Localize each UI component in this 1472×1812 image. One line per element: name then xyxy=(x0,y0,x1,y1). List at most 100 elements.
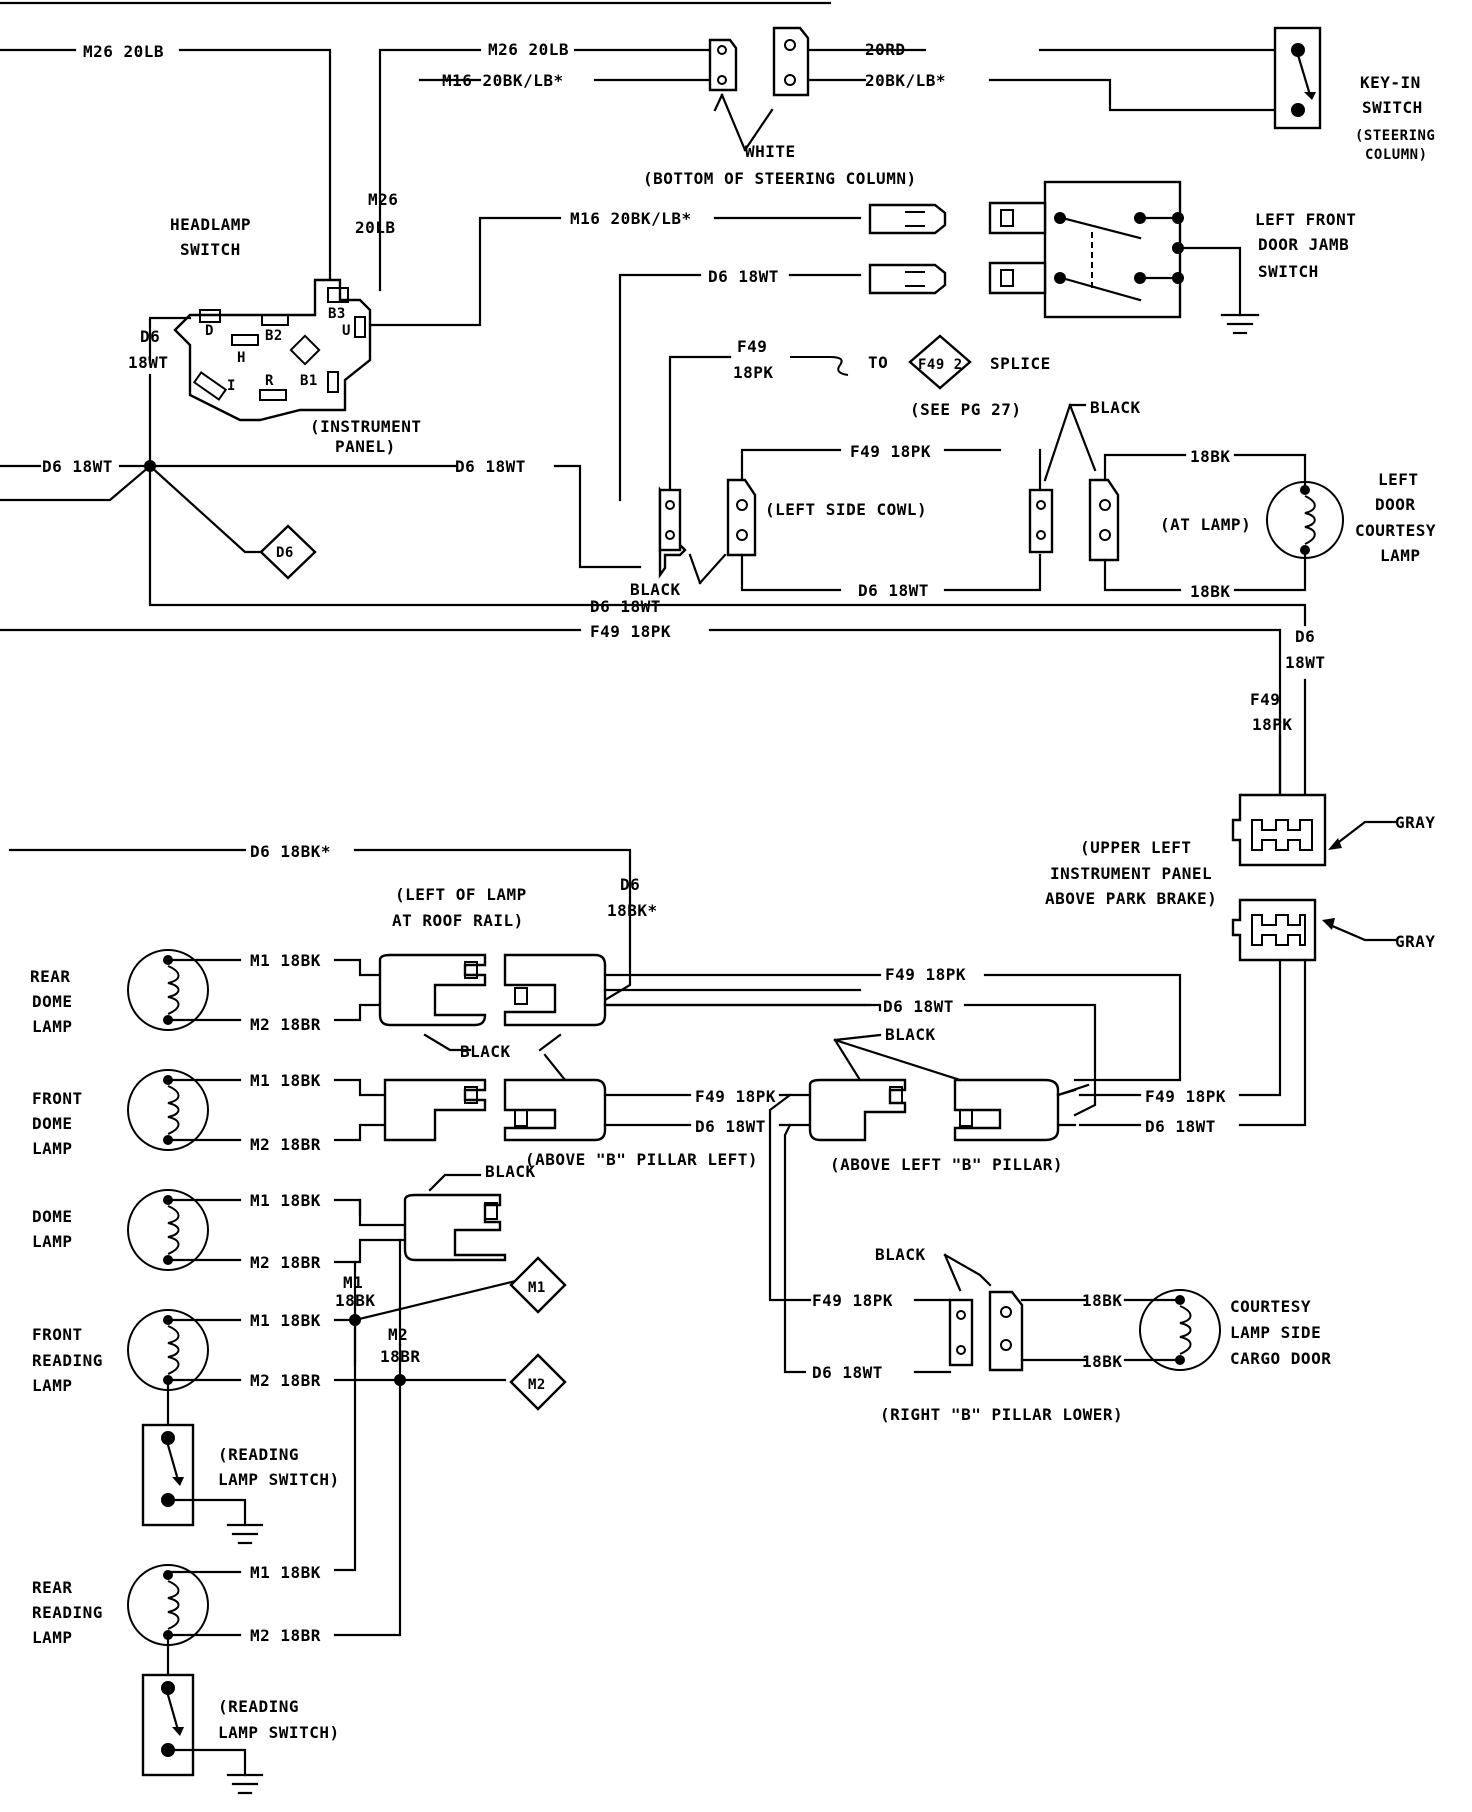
location-see-pg-27: (SEE PG 27) xyxy=(910,400,1021,419)
location-upper-left-3: ABOVE PARK BRAKE) xyxy=(1045,889,1217,908)
front-dome-label-1: FRONT xyxy=(32,1089,83,1108)
wire-m1-rear-dome xyxy=(333,958,387,977)
dome-lamp-connector xyxy=(333,1173,507,1264)
wire-label-m1-18bk-2: M1 18BK xyxy=(250,1071,321,1090)
wire-d6-jamb xyxy=(618,273,702,502)
wire-label-m1-18bk-1: M1 18BK xyxy=(250,951,321,970)
wire-label-m2-18br-5: M2 18BR xyxy=(250,1626,321,1645)
wire-label-18bk-star: 18BK* xyxy=(607,901,658,920)
reading-switch-2-label-2: LAMP SWITCH) xyxy=(218,1723,340,1742)
location-left-side-cowl: (LEFT SIDE COWL) xyxy=(765,500,927,519)
wire-label-m26-20lb-top: M26 20LB xyxy=(488,40,569,59)
gray-connector-upper xyxy=(1231,793,1397,867)
wire-d6-headlamp-out xyxy=(148,316,192,362)
wire-label-18pk-2: 18PK xyxy=(1252,715,1293,734)
right-b-pillar-lower-connector xyxy=(943,1253,1087,1372)
wire-label-d6-18wt-b: D6 18WT xyxy=(1145,1117,1216,1136)
wire-label-m26-20lb-left: M26 20LB xyxy=(83,42,164,61)
cargo-lamp-label-1: COURTESY xyxy=(1230,1297,1311,1316)
wire-label-f49-18pk-cowl: F49 18PK xyxy=(850,442,931,461)
wire-label-18wt-2: 18WT xyxy=(1285,653,1326,672)
at-lamp-connector xyxy=(1028,403,1187,592)
key-in-switch-wiring xyxy=(0,48,1282,292)
wire-f49-to-splice xyxy=(668,355,732,502)
courtesy-lamp-label-2: DOOR xyxy=(1375,495,1416,514)
wire-label-20bk-lb: 20BK/LB* xyxy=(865,71,946,90)
rear-dome-label-2: DOME xyxy=(32,992,73,1011)
connector-label-black-b-pillar: BLACK xyxy=(885,1025,936,1044)
door-jamb-switch xyxy=(868,180,1260,335)
steering-column-connector xyxy=(708,26,810,152)
rear-dome-label-3: LAMP xyxy=(32,1017,73,1036)
m1-m2-bus xyxy=(333,1198,567,1637)
connector-label-black-r1: BLACK xyxy=(460,1042,511,1061)
wire-f49-r1 xyxy=(983,973,1182,1082)
wire-label-d6-18wt-long: D6 18WT xyxy=(590,597,661,616)
wire-f49-gray-down xyxy=(1238,958,1282,1097)
wire-label-18bk-bl-1: 18BK xyxy=(1082,1291,1123,1310)
wire-m16-to-headlamp xyxy=(368,216,562,327)
wire-label-18br-bus: 18BR xyxy=(380,1347,421,1366)
location-right-b-pillar-lower: (RIGHT "B" PILLAR LOWER) xyxy=(880,1405,1123,1424)
key-in-label-1: KEY-IN xyxy=(1360,73,1421,92)
wire-label-d6-18wt-cowl: D6 18WT xyxy=(858,581,929,600)
jamb-label-3: SWITCH xyxy=(1258,262,1319,281)
key-in-switch xyxy=(1273,26,1322,130)
connector-label-black-dome: BLACK xyxy=(485,1162,536,1181)
front-reading-label-2: READING xyxy=(32,1351,103,1370)
wire-label-m2-18br-4: M2 18BR xyxy=(250,1371,321,1390)
roof-rail-connector-1 xyxy=(378,953,882,1027)
wire-label-m16-20bk-lb: M16 20BK/LB* xyxy=(442,71,564,90)
wire-m2-rear-dome xyxy=(333,1003,387,1022)
headlamp-pin-r: R xyxy=(265,373,274,389)
splice-label-f49-2: F49 2 xyxy=(918,357,963,373)
location-above-left-b-pillar: (ABOVE LEFT "B" PILLAR) xyxy=(830,1155,1063,1174)
connector-label-white: WHITE xyxy=(745,142,796,161)
wire-label-d6-1: D6 xyxy=(140,327,160,346)
wire-label-20rd: 20RD xyxy=(865,40,906,59)
wire-d6-to-b-lower xyxy=(783,1123,807,1374)
location-instrument-panel-1: (INSTRUMENT xyxy=(310,417,421,436)
wire-label-m16-20bk-lb-2: M16 20BK/LB* xyxy=(570,209,692,228)
roof-rail-connector-2 xyxy=(383,1078,607,1142)
courtesy-lamp-label-1: LEFT xyxy=(1378,470,1419,489)
location-at-lamp: (AT LAMP) xyxy=(1160,515,1251,534)
wire-m1-front-dome xyxy=(333,1078,387,1097)
front-dome-label-3: LAMP xyxy=(32,1139,73,1158)
headlamp-pin-u: U xyxy=(342,323,351,339)
cargo-lamp-label-2: LAMP SIDE xyxy=(1230,1323,1321,1342)
location-above-b-pillar-left: (ABOVE "B" PILLAR LEFT) xyxy=(525,1150,758,1169)
wire-label-f49-18pk-fd: F49 18PK xyxy=(695,1087,776,1106)
connector-label-gray-1: GRAY xyxy=(1395,813,1436,832)
courtesy-lamp-label-4: LAMP xyxy=(1380,546,1421,565)
wire-label-18bk-1: 18BK xyxy=(1190,447,1231,466)
headlamp-switch: D H B2 I R B1 B3 U xyxy=(173,278,372,422)
splice-label-to: TO xyxy=(868,353,888,372)
wire-d6-cowl xyxy=(740,553,842,592)
connector-label-black-lamp: BLACK xyxy=(1090,398,1141,417)
headlamp-pin-i: I xyxy=(227,378,236,394)
key-in-label-2: SWITCH xyxy=(1362,98,1423,117)
wire-label-m1-bus: M1 xyxy=(343,1273,363,1292)
wire-label-m2-18br-1: M2 18BR xyxy=(250,1015,321,1034)
wire-label-20lb: 20LB xyxy=(355,218,396,237)
wire-f49-long-right xyxy=(708,628,1282,797)
splice-label-m1: M1 xyxy=(528,1280,546,1296)
dome-lamp-label-2: LAMP xyxy=(32,1232,73,1251)
front-dome-lamp xyxy=(127,1069,242,1151)
wire-label-18bk-bl-2: 18BK xyxy=(1082,1352,1123,1371)
wire-label-d6-18wt-r1: D6 18WT xyxy=(883,997,954,1016)
f49-splice-diamond xyxy=(908,334,972,390)
wire-label-d6-18wt-fd: D6 18WT xyxy=(695,1117,766,1136)
wire-label-d6-3: D6 xyxy=(620,875,640,894)
courtesy-lamp-label-3: COURTESY xyxy=(1355,521,1436,540)
wire-label-18bk-bus: 18BK xyxy=(335,1291,376,1310)
rear-reading-label-1: REAR xyxy=(32,1578,73,1597)
wire-label-m1-18bk-3: M1 18BK xyxy=(250,1191,321,1210)
wire-label-d6-18wt-left: D6 18WT xyxy=(42,457,113,476)
wire-d6-18bk-right xyxy=(353,848,632,1002)
wire-label-f49-2: F49 xyxy=(1250,690,1280,709)
wire-label-m2-18br-3: M2 18BR xyxy=(250,1253,321,1272)
wire-f49-to-b-lower xyxy=(768,1093,812,1302)
